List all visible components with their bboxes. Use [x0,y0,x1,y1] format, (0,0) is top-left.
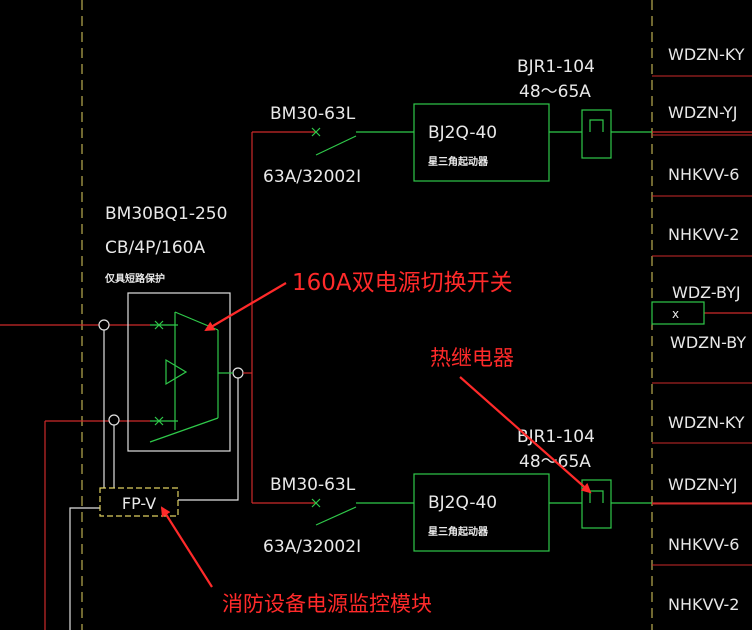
breaker-1-model: BM30-63L [270,104,356,124]
relay-1-model: BJR1-104 [517,57,595,77]
annotation-fire-monitor: 消防设备电源监控模块 [222,592,432,616]
ats-terminal-out [232,367,244,379]
branch-1-wiring [252,127,752,156]
cable-label: NHKVV-2 [668,595,739,614]
cable-label: WDZN-YJ [668,103,737,122]
ats-frame [127,292,231,452]
starter-2-model: BJ2Q-40 [428,493,497,513]
relay-element-1 [589,119,604,132]
breaker-1-rating: 63A/32002I [263,167,361,187]
cable-label: WDZN-YJ [668,475,737,494]
cable-row-separators [652,75,752,566]
relay-box-1 [581,109,612,159]
fire-monitor-label: FP-V [122,494,156,513]
ats-terminal-1 [98,319,110,331]
ats-rating: CB/4P/160A [105,238,206,258]
relay-box-2 [581,479,612,529]
ats-switch-symbol [149,311,233,443]
cable-label: WDZN-BY [670,333,746,352]
relay-element-2 [589,490,604,503]
cable-label: NHKVV-6 [668,165,739,184]
cable-label: WDZN-KY [668,45,745,64]
cable-label: NHKVV-6 [668,535,739,554]
cable-label: WDZ-BYJ [672,283,741,302]
starter-box-2 [413,473,550,552]
ats-note: 仅具短路保护 [104,272,165,285]
starter-2-desc: 星三角起动器 [428,525,489,538]
fire-monitor-box [99,487,179,517]
breaker-2-model: BM30-63L [270,475,356,495]
starter-1-desc: 星三角起动器 [428,155,489,168]
relay-2-model: BJR1-104 [517,427,595,447]
breaker-2-rating: 63A/32002I [263,537,361,557]
branch-2-wiring [252,498,752,526]
cable-box [651,301,705,325]
cable-box-mark: x [672,307,679,321]
annotation-ats-switch: 160A双电源切换开关 [292,270,513,296]
annotation-thermal-relay: 热继电器 [430,346,514,370]
starter-1-model: BJ2Q-40 [428,123,497,143]
ats-model: BM30BQ1-250 [105,204,227,224]
annotation-arrows [160,282,592,588]
monitor-wiring [69,330,239,630]
ats-terminal-2 [108,414,120,426]
relay-1-range: 48～65A [519,82,591,102]
cable-label: WDZN-KY [668,413,745,432]
cable-label: NHKVV-2 [668,225,739,244]
starter-box-1 [413,103,550,182]
